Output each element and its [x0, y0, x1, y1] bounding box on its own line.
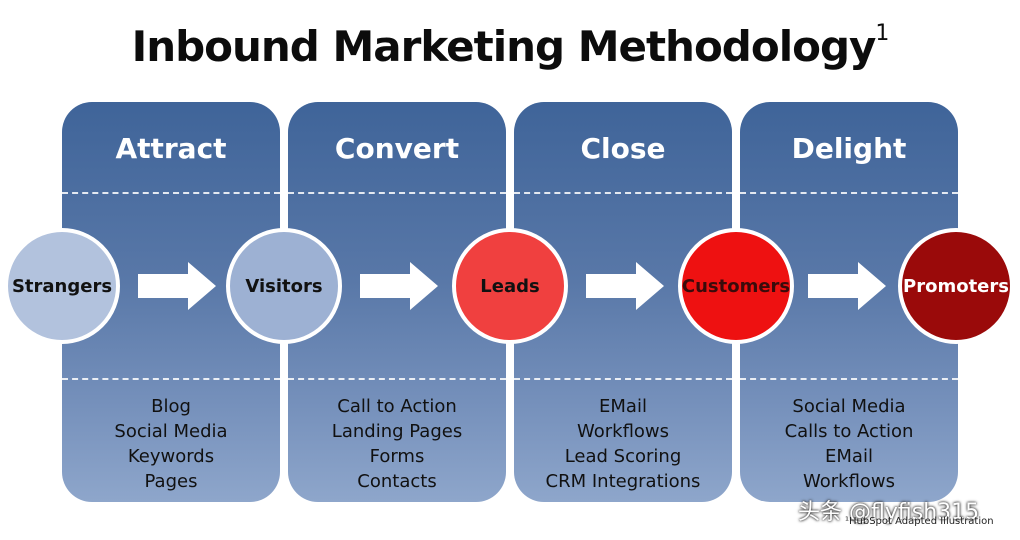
list-item: Workflows: [576, 421, 670, 442]
list-item: Social Media: [114, 421, 228, 442]
list-item: Calls to Action: [784, 421, 914, 442]
list-item: Social Media: [792, 396, 906, 417]
node-strangers: Strangers: [4, 228, 120, 344]
stage-divider-top: [62, 192, 280, 194]
node-customers: Customers: [678, 228, 794, 344]
stage-tools-list: Call to Action Landing Pages Forms Conta…: [288, 394, 506, 494]
diagram-title: Inbound Marketing Methodology1: [131, 21, 890, 71]
list-item: EMail: [599, 396, 647, 417]
list-item: Call to Action: [337, 396, 457, 417]
node-visitors: Visitors: [226, 228, 342, 344]
stage-title: Attract: [115, 132, 227, 165]
list-item: Landing Pages: [331, 421, 463, 442]
list-item: Forms: [369, 446, 425, 467]
stage-title: Convert: [334, 132, 460, 165]
arrow-right-icon: [586, 262, 664, 310]
stage-divider-bottom: [288, 378, 506, 380]
arrow-right-icon: [138, 262, 216, 310]
stage-title: Delight: [791, 132, 907, 165]
stage-divider-top: [514, 192, 732, 194]
node-promoters: Promoters: [898, 228, 1014, 344]
stage-divider-bottom: [514, 378, 732, 380]
list-item: Pages: [144, 471, 198, 492]
list-item: Blog: [151, 396, 191, 417]
list-item: Keywords: [127, 446, 215, 467]
list-item: Lead Scoring: [564, 446, 682, 467]
footnote: ¹HubSpot Adapted Illustration: [845, 516, 994, 527]
stage-tools-list: EMail Workflows Lead Scoring CRM Integra…: [514, 394, 732, 494]
node-leads: Leads: [452, 228, 568, 344]
stage-delight: Delight Social Media Calls to Action EMa…: [740, 102, 958, 502]
stage-divider-top: [288, 192, 506, 194]
list-item: CRM Integrations: [545, 471, 701, 492]
list-item: Contacts: [357, 471, 437, 492]
stage-tools-list: Social Media Calls to Action EMail Workf…: [740, 394, 958, 494]
stage-title: Close: [580, 132, 666, 165]
stage-divider-bottom: [62, 378, 280, 380]
arrow-right-icon: [808, 262, 886, 310]
watermark: 头条 @flyfish315: [798, 500, 980, 525]
list-item: EMail: [825, 446, 873, 467]
stage-divider-bottom: [740, 378, 958, 380]
arrow-right-icon: [360, 262, 438, 310]
title-superscript: 1: [875, 21, 889, 46]
stage-tools-list: Blog Social Media Keywords Pages: [62, 394, 280, 494]
stage-divider-top: [740, 192, 958, 194]
list-item: Workflows: [802, 471, 896, 492]
